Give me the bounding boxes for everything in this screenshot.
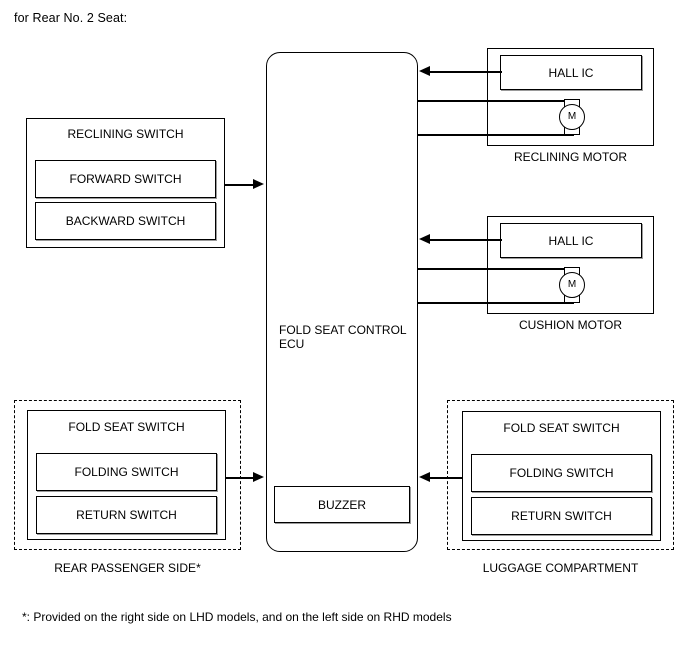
wire-cushion-hall-ic-to-ecu bbox=[430, 239, 502, 241]
arrow-luggage-fold-seat-switch-to-ecu bbox=[419, 472, 430, 482]
reclining-hall-ic-label: HALL IC bbox=[548, 65, 594, 80]
motor-letter-m: M bbox=[559, 104, 585, 130]
luggage-compartment-caption: LUGGAGE COMPARTMENT bbox=[482, 561, 639, 575]
cushion-motor-symbol: M bbox=[559, 267, 585, 303]
luggage-return-switch-box[interactable]: RETURN SWITCH bbox=[471, 497, 652, 535]
reclining-motor-caption: RECLINING MOTOR bbox=[513, 150, 628, 164]
reclining-motor-symbol: M bbox=[559, 99, 585, 135]
cushion-hall-ic-label: HALL IC bbox=[548, 233, 594, 248]
arrow-reclining-hall-ic-to-ecu bbox=[419, 66, 430, 76]
backward-switch-box[interactable]: BACKWARD SWITCH bbox=[35, 202, 216, 240]
wire-reclining-motor-top bbox=[418, 100, 574, 102]
rear-folding-switch-box[interactable]: FOLDING SWITCH bbox=[36, 453, 217, 491]
forward-switch-label: FORWARD SWITCH bbox=[69, 172, 182, 186]
wire-rear-fold-seat-switch-to-ecu bbox=[226, 477, 255, 479]
luggage-folding-switch-box[interactable]: FOLDING SWITCH bbox=[471, 454, 652, 492]
fold-seat-control-ecu-box: FOLD SEAT CONTROL ECU bbox=[266, 52, 418, 552]
rear-return-switch-label: RETURN SWITCH bbox=[76, 508, 177, 522]
wire-reclining-switch-to-ecu bbox=[225, 184, 255, 186]
buzzer-box: BUZZER bbox=[274, 486, 410, 523]
footnote: *: Provided on the right side on LHD mod… bbox=[22, 610, 452, 624]
luggage-compartment-region bbox=[447, 400, 674, 550]
buzzer-label: BUZZER bbox=[318, 497, 366, 512]
rear-folding-switch-label: FOLDING SWITCH bbox=[74, 465, 179, 479]
wire-cushion-motor-bottom bbox=[418, 302, 574, 304]
arrow-cushion-hall-ic-to-ecu bbox=[419, 234, 430, 244]
rear-passenger-side-region bbox=[14, 400, 241, 550]
ecu-label: FOLD SEAT CONTROL ECU bbox=[279, 323, 407, 351]
luggage-folding-switch-label: FOLDING SWITCH bbox=[509, 466, 614, 480]
motor-letter-m: M bbox=[559, 272, 585, 298]
rear-return-switch-box[interactable]: RETURN SWITCH bbox=[36, 496, 217, 534]
page-title: for Rear No. 2 Seat: bbox=[14, 11, 128, 25]
ecu-label-line1: FOLD SEAT CONTROL bbox=[279, 323, 407, 337]
backward-switch-label: BACKWARD SWITCH bbox=[65, 214, 186, 228]
forward-switch-box[interactable]: FORWARD SWITCH bbox=[35, 160, 216, 198]
reclining-hall-ic-box: HALL IC bbox=[500, 55, 642, 90]
wire-reclining-hall-ic-to-ecu bbox=[430, 71, 502, 73]
wire-reclining-motor-bottom bbox=[418, 134, 574, 136]
reclining-switch-title: RECLINING SWITCH bbox=[67, 127, 184, 141]
arrow-rear-fold-seat-switch-to-ecu bbox=[253, 472, 264, 482]
wire-luggage-fold-seat-switch-to-ecu bbox=[430, 477, 462, 479]
ecu-label-line2: ECU bbox=[279, 337, 305, 351]
rear-fold-seat-switch-title: FOLD SEAT SWITCH bbox=[68, 420, 185, 434]
arrow-reclining-switch-to-ecu bbox=[253, 179, 264, 189]
luggage-return-switch-label: RETURN SWITCH bbox=[511, 509, 612, 523]
cushion-motor-caption: CUSHION MOTOR bbox=[518, 318, 623, 332]
rear-passenger-side-caption: REAR PASSENGER SIDE* bbox=[54, 561, 201, 575]
luggage-fold-seat-switch-title: FOLD SEAT SWITCH bbox=[503, 421, 620, 435]
wire-cushion-motor-top bbox=[418, 268, 574, 270]
cushion-hall-ic-box: HALL IC bbox=[500, 223, 642, 258]
